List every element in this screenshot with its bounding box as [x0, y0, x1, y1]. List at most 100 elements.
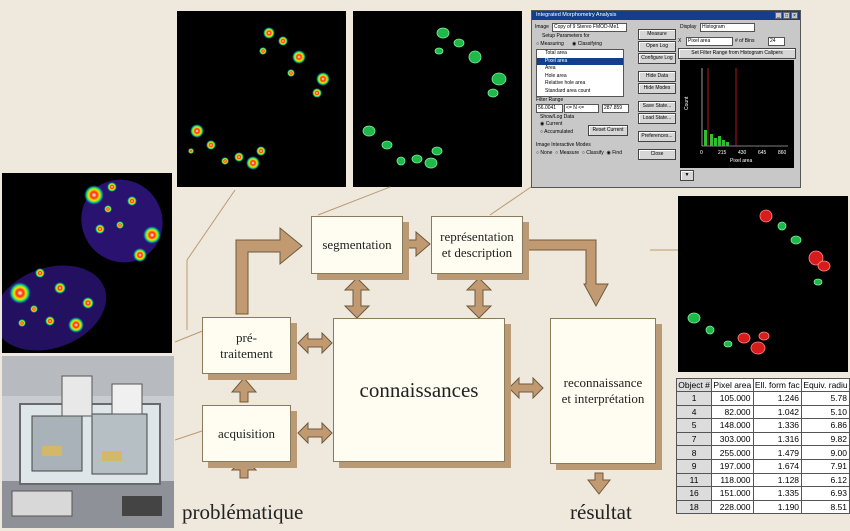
display-select[interactable]: Histogram	[700, 23, 755, 32]
histogram-plot: Count 0 215 430 645 860 Pixel area	[680, 60, 794, 168]
filter-operator-select[interactable]: <= N <=	[564, 104, 599, 113]
box-connaissances: connaissances	[333, 318, 505, 462]
radio-accumulated[interactable]: ○ Accumulated	[540, 129, 574, 135]
filter-low-input[interactable]: 56.0041	[536, 104, 563, 113]
table-cell: 4	[675, 404, 713, 420]
table-header: Object #	[675, 378, 713, 392]
radio-current[interactable]: ◉ Current	[540, 121, 563, 127]
measure-button[interactable]: Measure	[638, 29, 676, 40]
parameter-item[interactable]: Relative hole area	[545, 80, 586, 86]
histogram-ylabel: Count	[684, 96, 690, 110]
table-cell: 9	[675, 458, 713, 474]
histogram-tick: 0	[700, 150, 703, 156]
preprocessed-image	[177, 11, 346, 187]
reset-current-button[interactable]: Reset Current	[588, 125, 628, 136]
maximize-icon[interactable]: □	[783, 12, 790, 19]
filter-high-input[interactable]: 287.859	[602, 104, 629, 113]
x-label: X	[678, 38, 682, 44]
table-cell: 5.78	[801, 391, 850, 406]
box-acquisition: acquisition	[202, 405, 291, 462]
double-arrow	[297, 331, 333, 355]
table-cell: 1.335	[752, 486, 803, 501]
raw-nuclei-image	[2, 173, 172, 353]
radio-measuring[interactable]: ○ Measuring	[536, 41, 564, 47]
hide-modes-button[interactable]: Hide Modes	[638, 83, 676, 94]
setup-label: Setup Parameters for	[542, 33, 590, 39]
table-cell: 18	[675, 499, 713, 515]
double-arrow	[297, 421, 333, 445]
parameter-item[interactable]: Area	[545, 65, 556, 71]
load-state-button[interactable]: Load State...	[638, 113, 676, 124]
histogram-tick: 645	[758, 150, 767, 156]
table-cell: 1.128	[752, 472, 803, 488]
double-arrow	[343, 277, 371, 319]
image-select[interactable]: Copy of 9 Stereo FMOD-Me1	[552, 23, 627, 32]
configure-log-button[interactable]: Configure Log	[638, 53, 676, 64]
bins-label: # of Bins	[735, 38, 755, 44]
table-cell: 7.91	[801, 458, 850, 474]
preferences-button[interactable]: Preferences...	[638, 131, 676, 142]
histogram-xlabel: Pixel area	[730, 158, 752, 164]
parameter-item[interactable]: Pixel area	[537, 57, 623, 65]
table-header: Equiv. radiu	[801, 378, 850, 392]
histogram-tick: 430	[738, 150, 747, 156]
show-log-label: Show/Log Data	[540, 114, 575, 120]
table-cell: 1.042	[752, 404, 803, 420]
bins-input[interactable]: 24	[768, 37, 785, 46]
parameter-item[interactable]: Total area	[545, 50, 567, 56]
table-cell: 16	[675, 486, 713, 501]
table-cell: 1.190	[752, 499, 803, 515]
table-cell: 8	[675, 445, 713, 460]
table-cell: 6.93	[801, 486, 850, 501]
table-cell: 1.316	[752, 431, 803, 447]
box-representation: représentation et description	[431, 216, 523, 274]
minimize-icon[interactable]: _	[775, 12, 782, 19]
table-cell: 5	[675, 418, 713, 433]
morphometry-window: Integrated Morphometry Analysis _□× Imag…	[531, 10, 801, 188]
hide-data-button[interactable]: Hide Data	[638, 71, 676, 82]
close-button[interactable]: Close	[638, 149, 676, 160]
set-filter-button[interactable]: Set Filter Range from Histogram Calipers	[678, 48, 796, 59]
open-log-button[interactable]: Open Log	[638, 41, 676, 52]
save-state-button[interactable]: Save State...	[638, 101, 676, 112]
table-cell: 9.82	[801, 431, 850, 447]
window-title: Integrated Morphometry Analysis	[536, 12, 617, 18]
table-cell: 303.000	[711, 431, 754, 447]
table-cell: 11	[675, 472, 713, 488]
table-cell: 228.000	[711, 499, 754, 515]
connector-line	[174, 429, 206, 441]
table-cell: 1.246	[752, 391, 803, 406]
label-resultat: résultat	[570, 500, 632, 524]
arrow-down	[586, 472, 612, 495]
table-cell: 1	[675, 391, 713, 406]
arrow-up	[230, 457, 258, 479]
table-cell: 118.000	[711, 472, 754, 488]
table-cell: 6.86	[801, 418, 850, 433]
close-icon[interactable]: ×	[791, 12, 798, 19]
parameter-item[interactable]: Hole area	[545, 72, 567, 79]
parameter-item[interactable]: Standard area count	[545, 87, 591, 94]
radio-classifying[interactable]: ◉ Classifying	[572, 41, 602, 47]
histogram-menu-button[interactable]: ▼	[680, 170, 694, 181]
table-cell: 1.674	[752, 458, 803, 474]
filter-range-label: Filter Range	[536, 97, 564, 103]
connector-line	[174, 329, 206, 343]
table-cell: 9.00	[801, 445, 850, 460]
mode-radios[interactable]: ○ None ○ Measure ○ Classify ◉ Find	[536, 150, 622, 156]
window-titlebar: Integrated Morphometry Analysis _□×	[532, 11, 800, 20]
x-param-select[interactable]: Pixel area	[686, 37, 733, 46]
table-cell: 148.000	[711, 418, 754, 433]
segmented-image	[353, 11, 522, 187]
table-cell: 5.10	[801, 404, 850, 420]
box-reconnaissance: reconnaissance et interprétation	[550, 318, 656, 464]
